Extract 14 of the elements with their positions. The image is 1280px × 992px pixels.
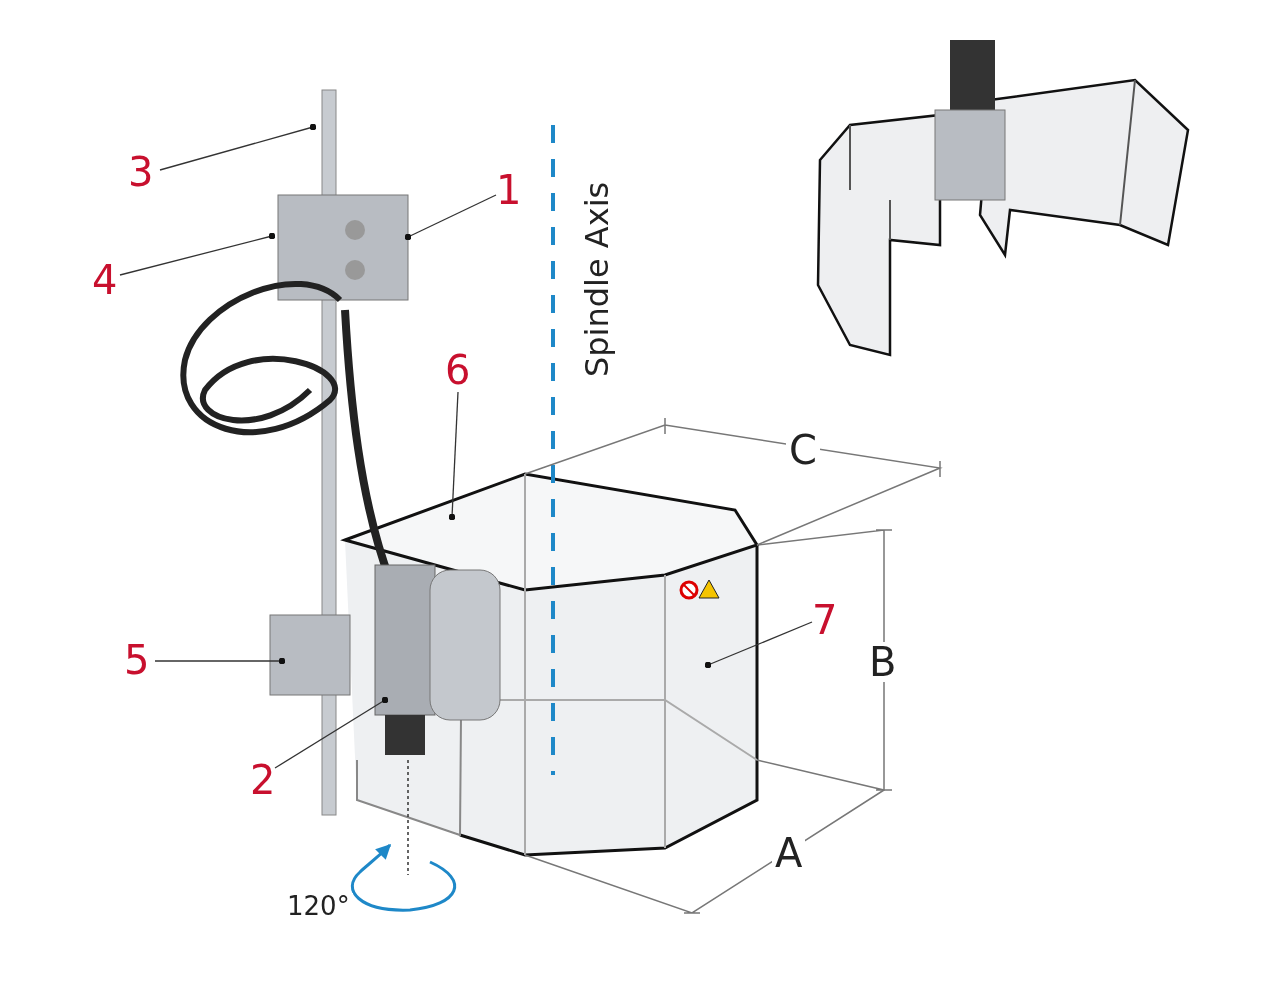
leader-line: [274, 696, 389, 769]
leader-line: [404, 194, 497, 241]
leader-line: [159, 123, 317, 171]
callout-number: 5: [124, 640, 150, 680]
callout-number: 7: [812, 600, 838, 640]
callout-number: 1: [496, 170, 522, 210]
callout-number: 2: [250, 760, 276, 800]
leader-line: [119, 232, 276, 276]
callout-number: 3: [128, 152, 154, 192]
leader-line: [704, 621, 813, 669]
callout-number: 4: [92, 260, 118, 300]
leader-line: [448, 391, 459, 521]
leader-line: [154, 657, 286, 665]
callout-number: 6: [445, 350, 471, 390]
